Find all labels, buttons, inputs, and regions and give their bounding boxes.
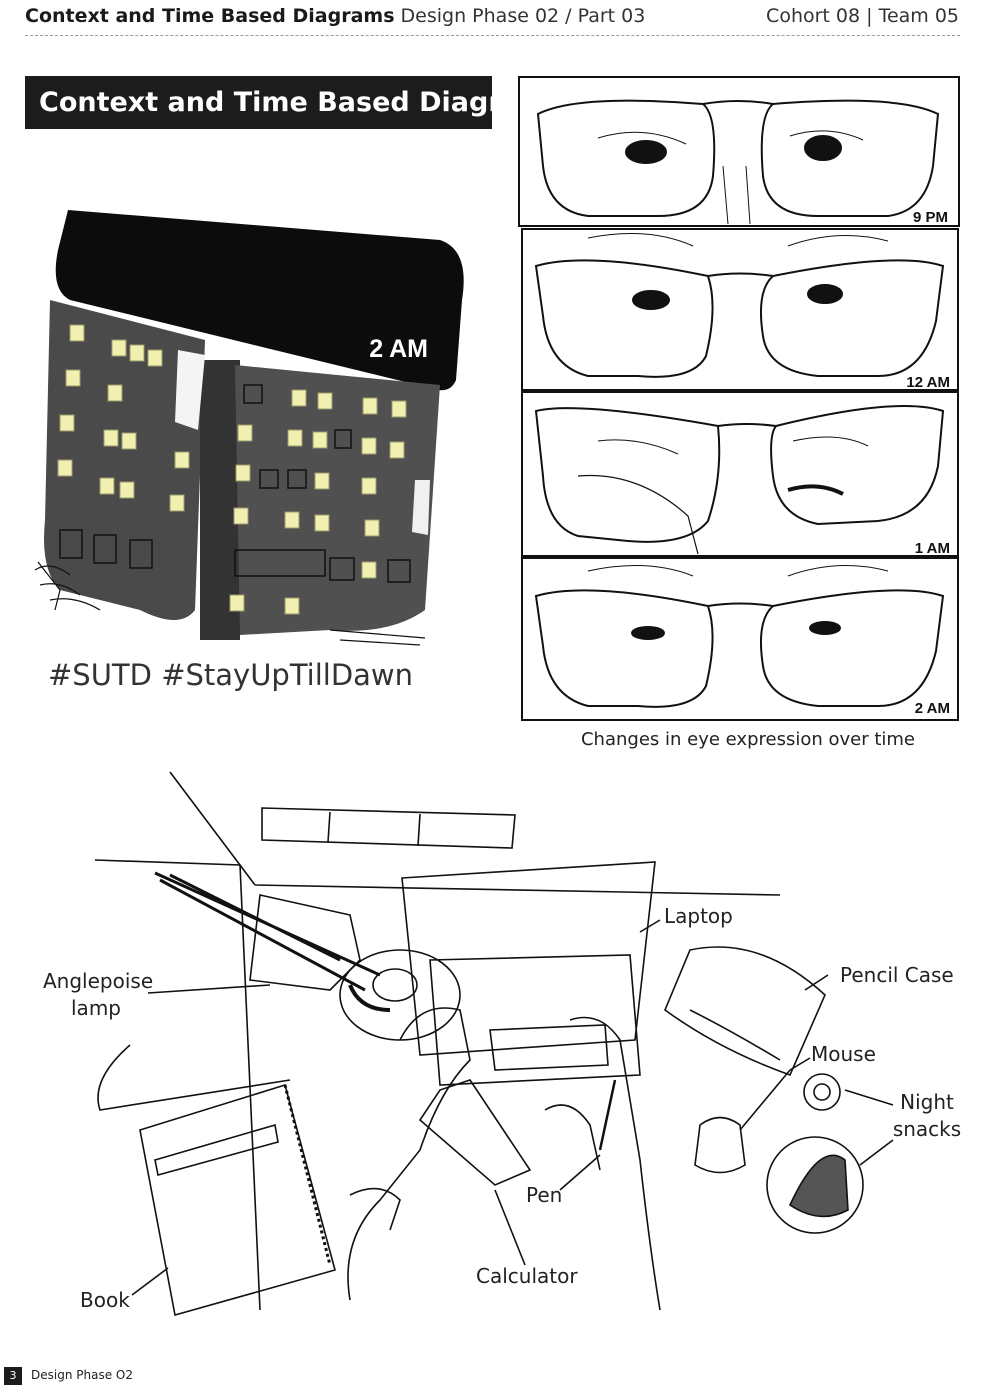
- label-pen: Pen: [526, 1183, 563, 1207]
- eye-expression-panels: 9 PM 12 AM 1 AM 2 AM: [518, 76, 960, 721]
- desk-scene-illustration: [94, 771, 894, 1317]
- label-laptop: Laptop: [664, 904, 733, 928]
- eye-time-9pm: 9 PM: [913, 209, 948, 226]
- header-cohort: Cohort 08 | Team 05: [766, 5, 959, 27]
- label-anglepoise-lamp: Anglepoise lamp: [43, 968, 154, 1022]
- label-snacks-line1: Night: [900, 1090, 954, 1114]
- eye-time-2am: 2 AM: [915, 700, 950, 717]
- label-night-snacks: Night snacks: [892, 1089, 962, 1143]
- hashtag-text: #SUTD #StayUpTillDawn: [48, 658, 414, 692]
- building-time-label: 2 AM: [369, 335, 428, 363]
- label-calculator: Calculator: [476, 1264, 578, 1288]
- eye-time-12am: 12 AM: [906, 374, 950, 391]
- header-divider: [25, 35, 960, 36]
- label-pencil-case: Pencil Case: [840, 963, 954, 987]
- header-title: Context and Time Based Diagrams: [25, 5, 395, 27]
- footer-label: Design Phase O2: [31, 1368, 133, 1382]
- header-subtitle: Design Phase 02 / Part 03: [400, 5, 646, 27]
- label-book: Book: [80, 1288, 130, 1312]
- label-mouse: Mouse: [811, 1042, 876, 1066]
- document-header-title: Context and Time Based Diagrams Design P…: [25, 5, 645, 27]
- dorm-building-illustration: 2 AM: [34, 210, 464, 646]
- section-title: Context and Time Based Diagram: [25, 76, 548, 129]
- label-lamp-line1: Anglepoise: [43, 969, 154, 993]
- eye-time-1am: 1 AM: [915, 540, 950, 557]
- eye-panel-9pm: [518, 76, 960, 227]
- page-number: 3: [4, 1367, 22, 1385]
- eye-panels-caption: Changes in eye expression over time: [580, 729, 915, 750]
- label-snacks-line2: snacks: [892, 1117, 962, 1141]
- label-lamp-line2: lamp: [71, 996, 121, 1020]
